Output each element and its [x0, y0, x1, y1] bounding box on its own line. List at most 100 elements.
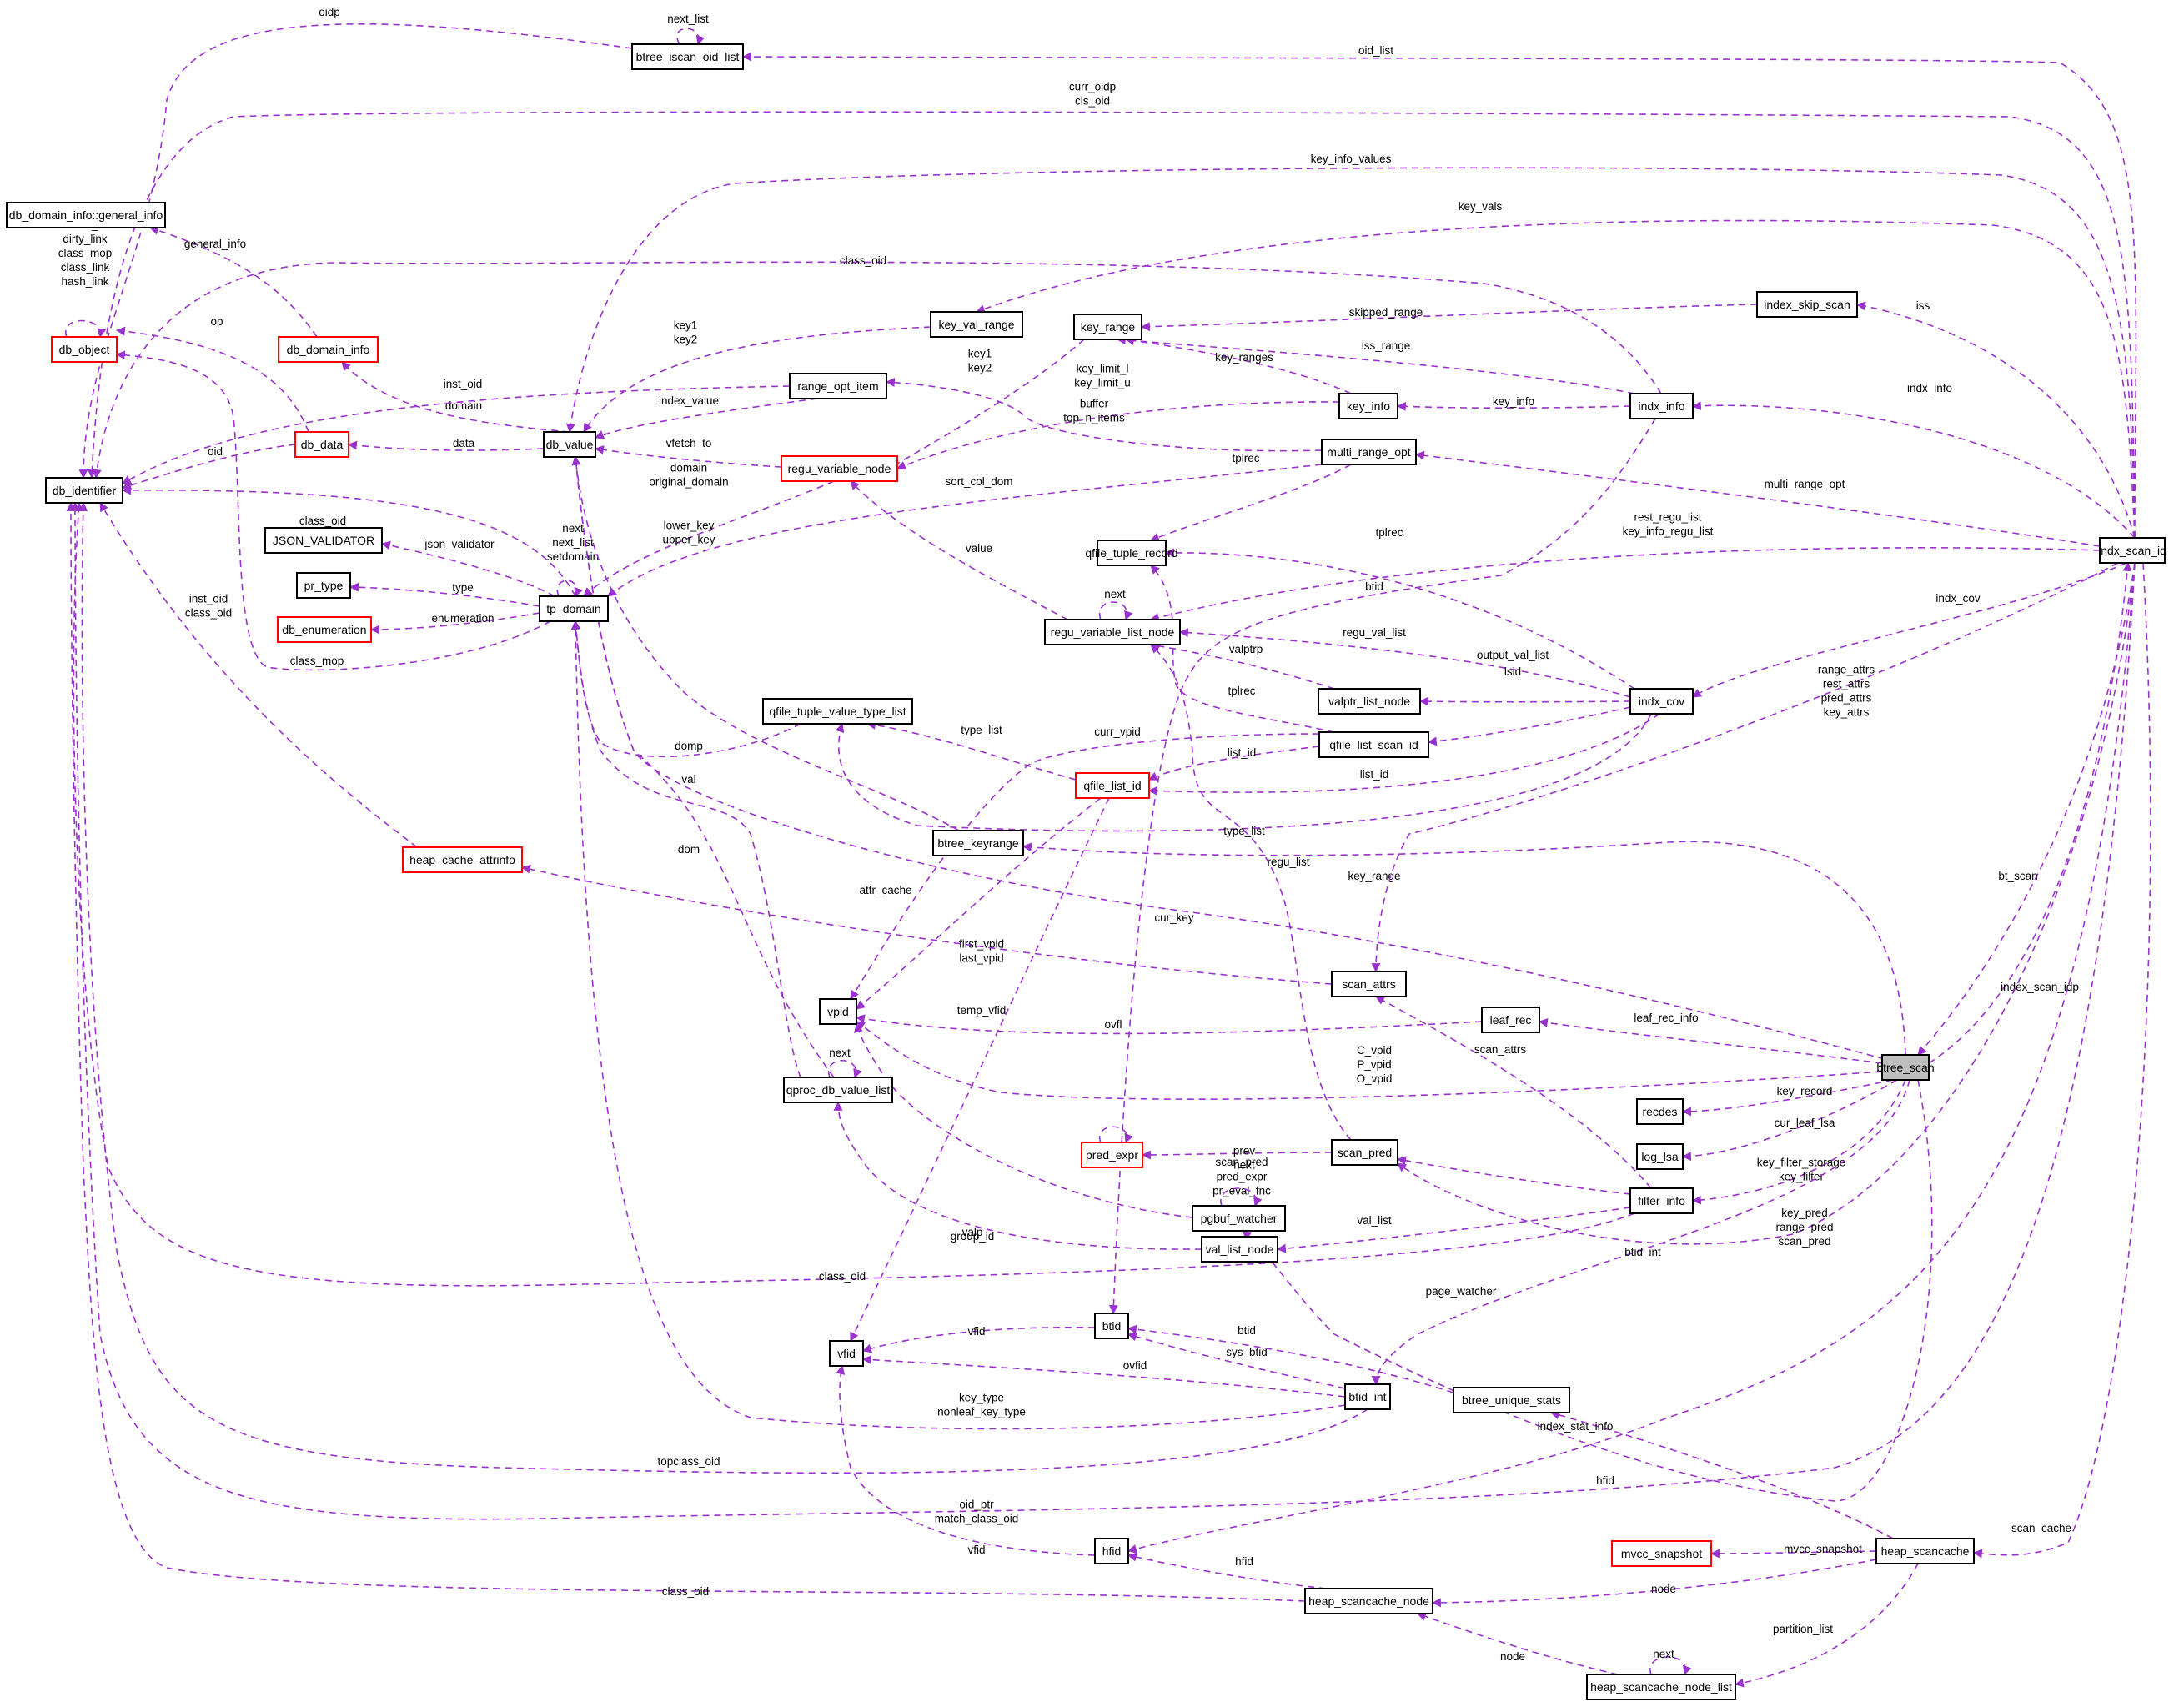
- node-regu-variable-list-node[interactable]: regu_variable_list_node: [1044, 619, 1181, 645]
- node-heap-scancache-node-list[interactable]: heap_scancache_node_list: [1586, 1674, 1736, 1700]
- node-leaf-rec[interactable]: leaf_rec: [1481, 1007, 1540, 1033]
- node-multi-range-opt[interactable]: multi_range_opt: [1321, 439, 1417, 465]
- node-pred-expr[interactable]: pred_expr: [1081, 1142, 1143, 1168]
- node-box[interactable]: [1875, 1538, 1975, 1564]
- node-box[interactable]: [1629, 688, 1694, 715]
- node-box[interactable]: [2099, 537, 2166, 564]
- node-indx-cov[interactable]: indx_cov: [1629, 688, 1694, 715]
- node-box[interactable]: [789, 373, 887, 399]
- node-box[interactable]: [1044, 619, 1181, 645]
- node-box[interactable]: [631, 43, 744, 70]
- node-regu-variable-node[interactable]: regu_variable_node: [781, 455, 898, 482]
- node-box[interactable]: [1331, 1139, 1398, 1166]
- node-box[interactable]: [1097, 540, 1167, 566]
- node-box[interactable]: [1481, 1007, 1540, 1033]
- node-key-val-range[interactable]: key_val_range: [930, 311, 1023, 338]
- node-tp-domain[interactable]: tp_domain: [539, 595, 609, 622]
- node-box[interactable]: [1318, 688, 1421, 715]
- node-box[interactable]: [1318, 731, 1429, 758]
- node-box[interactable]: [781, 455, 898, 482]
- node-val-list-node[interactable]: val_list_node: [1201, 1236, 1278, 1263]
- node-heap-scancache-node[interactable]: heap_scancache_node: [1304, 1588, 1433, 1614]
- node-box[interactable]: [762, 698, 913, 725]
- node-box[interactable]: [1094, 1313, 1129, 1339]
- node-btree-unique-stats[interactable]: btree_unique_stats: [1453, 1387, 1570, 1413]
- node-box[interactable]: [1321, 439, 1417, 465]
- node-vpid[interactable]: vpid: [819, 998, 857, 1025]
- node-box[interactable]: [1344, 1383, 1391, 1410]
- node-qfile-tuple-value-type-list[interactable]: qfile_tuple_value_type_list: [762, 698, 913, 725]
- node-box[interactable]: [296, 572, 351, 599]
- node-db-value[interactable]: db_value: [543, 431, 596, 458]
- node-box[interactable]: [1756, 291, 1858, 318]
- node-box[interactable]: [402, 846, 523, 873]
- node-indx-info[interactable]: indx_info: [1629, 393, 1694, 419]
- node-qproc-db-value-list[interactable]: qproc_db_value_list: [783, 1077, 893, 1103]
- node-box[interactable]: [1586, 1674, 1736, 1700]
- node-box[interactable]: [1453, 1387, 1570, 1413]
- node-key-range[interactable]: key_range: [1073, 314, 1142, 340]
- node-btid[interactable]: btid: [1094, 1313, 1129, 1339]
- node-indx-scan-id[interactable]: indx_scan_id: [2098, 537, 2166, 564]
- node-box[interactable]: [1629, 393, 1694, 419]
- node-box[interactable]: [1636, 1098, 1684, 1125]
- node-box[interactable]: [932, 830, 1024, 856]
- node-box[interactable]: [1629, 1187, 1694, 1214]
- node-box[interactable]: [277, 616, 372, 643]
- node-box[interactable]: [829, 1340, 864, 1367]
- node-range-opt-item[interactable]: range_opt_item: [789, 373, 887, 399]
- node-box[interactable]: [1881, 1054, 1930, 1081]
- node-box[interactable]: [543, 431, 596, 458]
- node-box[interactable]: [294, 431, 349, 458]
- node-box[interactable]: [51, 336, 118, 363]
- node-key-info[interactable]: key_info: [1338, 393, 1398, 419]
- node-box[interactable]: [539, 595, 609, 622]
- node-hfid[interactable]: hfid: [1094, 1538, 1129, 1564]
- node-db-domain-info[interactable]: db_domain_info: [278, 336, 379, 363]
- node-box[interactable]: [819, 998, 857, 1025]
- node-scan-attrs[interactable]: scan_attrs: [1331, 971, 1407, 997]
- node-JSON-VALIDATOR[interactable]: JSON_VALIDATOR: [264, 527, 383, 554]
- node-box[interactable]: [1636, 1143, 1684, 1170]
- node-heap-cache-attrinfo[interactable]: heap_cache_attrinfo: [402, 846, 523, 873]
- node-box[interactable]: [1331, 971, 1407, 997]
- node-box[interactable]: [1304, 1588, 1433, 1614]
- node-qfile-tuple-record[interactable]: qfile_tuple_record: [1085, 540, 1178, 566]
- node-btid-int[interactable]: btid_int: [1344, 1383, 1391, 1410]
- node-qfile-list-id[interactable]: qfile_list_id: [1075, 772, 1150, 799]
- node-box[interactable]: [1094, 1538, 1129, 1564]
- node-box[interactable]: [1192, 1205, 1286, 1232]
- node-db-domain-info-general-info[interactable]: db_domain_info::general_info: [6, 202, 166, 228]
- node-db-enumeration[interactable]: db_enumeration: [277, 616, 372, 643]
- node-box[interactable]: [1201, 1236, 1278, 1263]
- node-box[interactable]: [6, 202, 166, 228]
- node-qfile-list-scan-id[interactable]: qfile_list_scan_id: [1318, 731, 1429, 758]
- node-box[interactable]: [278, 336, 379, 363]
- node-mvcc-snapshot[interactable]: mvcc_snapshot: [1611, 1540, 1712, 1567]
- node-log-lsa[interactable]: log_lsa: [1636, 1143, 1684, 1170]
- node-db-identifier[interactable]: db_identifier: [45, 477, 123, 504]
- node-box[interactable]: [1611, 1540, 1712, 1567]
- node-box[interactable]: [264, 527, 383, 554]
- node-recdes[interactable]: recdes: [1636, 1098, 1684, 1125]
- node-btree-iscan-oid-list[interactable]: btree_iscan_oid_list: [631, 43, 744, 70]
- node-heap-scancache[interactable]: heap_scancache: [1875, 1538, 1975, 1564]
- node-box[interactable]: [1081, 1142, 1143, 1168]
- node-pr-type[interactable]: pr_type: [296, 572, 351, 599]
- node-db-object[interactable]: db_object: [51, 336, 118, 363]
- node-box[interactable]: [1338, 393, 1398, 419]
- node-pgbuf-watcher[interactable]: pgbuf_watcher: [1192, 1205, 1286, 1232]
- node-box[interactable]: [45, 477, 123, 504]
- node-valptr-list-node[interactable]: valptr_list_node: [1318, 688, 1421, 715]
- node-db-data[interactable]: db_data: [294, 431, 349, 458]
- node-box[interactable]: [930, 311, 1023, 338]
- node-filter-info[interactable]: filter_info: [1629, 1187, 1694, 1214]
- node-box[interactable]: [783, 1077, 893, 1103]
- node-btree-keyrange[interactable]: btree_keyrange: [932, 830, 1024, 856]
- node-vfid[interactable]: vfid: [829, 1340, 864, 1367]
- node-btree-scan[interactable]: btree_scan: [1876, 1054, 1935, 1081]
- node-box[interactable]: [1073, 314, 1142, 340]
- node-index-skip-scan[interactable]: index_skip_scan: [1756, 291, 1858, 318]
- node-box[interactable]: [1075, 772, 1150, 799]
- node-scan-pred[interactable]: scan_pred: [1331, 1139, 1398, 1166]
